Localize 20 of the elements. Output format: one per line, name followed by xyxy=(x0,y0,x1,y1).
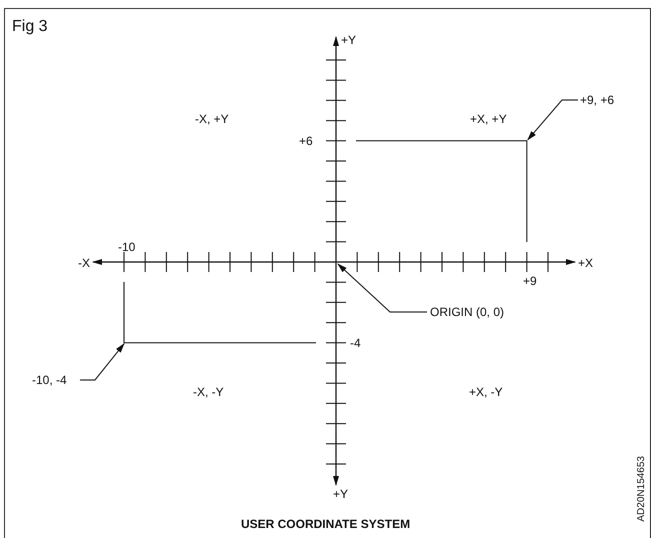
drawing-number: AD20N154653 xyxy=(636,456,648,522)
axis-label: +Y xyxy=(341,33,356,47)
axis-label: -X xyxy=(78,256,90,270)
leader-line xyxy=(80,343,125,380)
callout-text: ORIGIN (0, 0) xyxy=(430,305,504,319)
quadrant-label: +X, +Y xyxy=(470,112,507,126)
axis-label: +Y xyxy=(333,487,348,501)
tick-label: +9 xyxy=(523,274,537,288)
leader-line xyxy=(527,100,578,141)
callout-text: -10, -4 xyxy=(32,373,67,387)
callout-text: +9, +6 xyxy=(580,93,614,107)
tick-label: -4 xyxy=(350,336,361,350)
quadrant-label: -X, -Y xyxy=(193,385,224,399)
tick-label: -10 xyxy=(118,240,136,254)
leader-line xyxy=(337,263,428,312)
tick-label: +6 xyxy=(299,134,313,148)
axis-label: +X xyxy=(578,256,594,270)
quadrant-label: +X, -Y xyxy=(469,385,503,399)
quadrant-label: -X, +Y xyxy=(195,112,229,126)
figure-number: Fig 3 xyxy=(12,18,48,36)
